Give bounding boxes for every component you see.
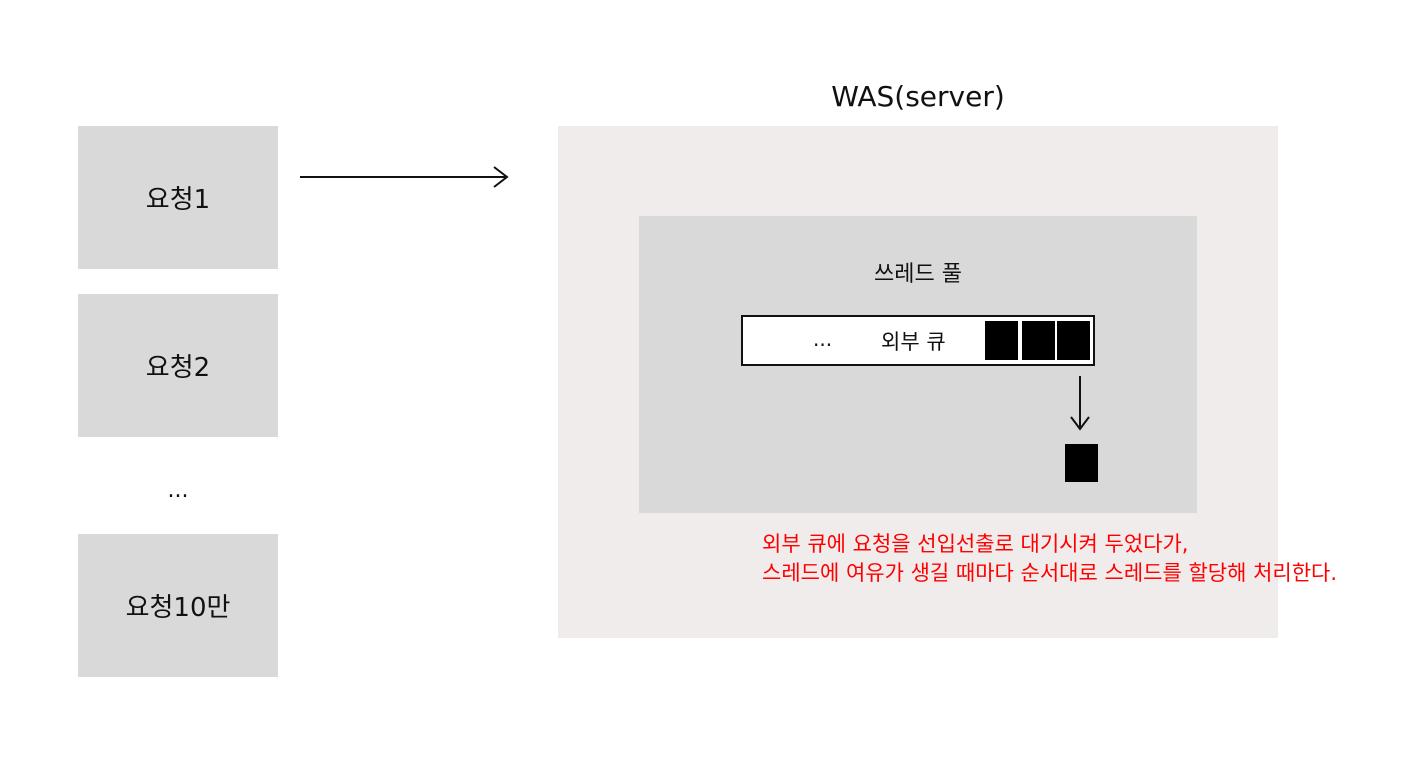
request-ellipsis: ... — [167, 478, 189, 503]
thread-pool-title: 쓰레드 풀 — [874, 262, 962, 287]
queue-label: 외부 큐 — [881, 330, 946, 354]
explanation-line-2: 스레드에 여유가 생길 때마다 순서대로 스레드를 할당해 처리한다. — [762, 561, 1338, 585]
arrow-down-icon — [1070, 376, 1090, 431]
request-label-1: 요청1 — [145, 185, 211, 215]
queue-slot — [1022, 321, 1055, 360]
request-box-2: 요청2 — [78, 294, 278, 437]
explanation-line-1: 외부 큐에 요청을 선입선출로 대기시켜 두었다가, — [762, 532, 1189, 556]
explanation-note: 외부 큐에 요청을 선입선출로 대기시켜 두었다가, 스레드에 여유가 생길 때… — [762, 530, 1412, 588]
external-queue: ... 외부 큐 — [741, 315, 1095, 366]
was-title: WAS(server) — [831, 80, 1005, 113]
request-box-1: 요청1 — [78, 126, 278, 269]
request-label-100k: 요청10만 — [125, 593, 231, 623]
queue-ellipsis: ... — [813, 327, 833, 351]
dequeued-request-block — [1065, 444, 1098, 482]
queue-slot — [1057, 321, 1090, 360]
request-label-2: 요청2 — [145, 353, 211, 383]
queue-slot — [985, 321, 1018, 360]
arrow-right-icon — [300, 166, 509, 188]
request-box-100k: 요청10만 — [78, 534, 278, 677]
